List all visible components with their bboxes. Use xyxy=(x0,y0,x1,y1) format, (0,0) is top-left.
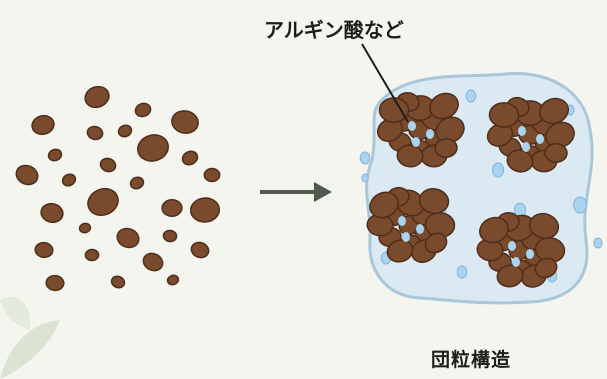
cluster-particle xyxy=(429,92,459,120)
cluster-particle xyxy=(528,212,560,240)
water-pocket xyxy=(398,216,406,226)
cluster-particle xyxy=(534,257,558,279)
soil-particle xyxy=(47,148,63,162)
soil-particle xyxy=(161,198,183,218)
soil-particle xyxy=(86,125,104,141)
water-droplet xyxy=(491,162,505,178)
cluster-particle xyxy=(386,239,414,263)
soil-particle xyxy=(142,252,164,272)
soil-particle xyxy=(190,241,210,259)
leaf-decoration xyxy=(0,320,60,379)
water-pocket xyxy=(536,134,544,144)
soil-particle xyxy=(84,85,110,109)
soil-particle xyxy=(137,134,169,162)
particle-cluster xyxy=(366,186,456,263)
soil-particle xyxy=(61,173,77,187)
cluster-particle xyxy=(506,149,534,173)
cluster-particle xyxy=(424,232,448,254)
water-droplet xyxy=(456,265,468,279)
soil-particle xyxy=(84,248,100,262)
particle-cluster xyxy=(486,96,575,173)
water-pocket xyxy=(518,126,526,136)
soil-particle xyxy=(117,124,133,138)
soil-particle xyxy=(40,202,64,224)
soil-particle xyxy=(45,274,65,292)
arrow-icon xyxy=(260,182,332,202)
soil-particle xyxy=(15,164,39,186)
soil-particle xyxy=(34,241,54,259)
loose-soil-particles xyxy=(15,85,221,292)
aggregate-structure-label: 団粒構造 xyxy=(431,349,512,371)
soil-particle xyxy=(31,114,55,136)
cluster-particle xyxy=(479,216,509,244)
water-pocket xyxy=(426,129,434,139)
soil-particle xyxy=(134,102,152,118)
soil-particle xyxy=(181,150,199,166)
water-pocket xyxy=(402,232,410,242)
water-pocket xyxy=(508,241,516,251)
soil-particle xyxy=(116,227,140,249)
cluster-particle xyxy=(396,144,424,168)
soil-particle xyxy=(166,274,180,286)
aggregate-structure xyxy=(359,71,603,305)
cluster-particle xyxy=(378,97,410,123)
soil-particle xyxy=(87,187,119,217)
cluster-particle xyxy=(376,118,404,142)
particle-cluster xyxy=(476,212,566,288)
cluster-particle xyxy=(544,143,568,163)
soil-particle xyxy=(162,229,178,243)
cluster-particle xyxy=(418,188,450,214)
soil-particle xyxy=(189,197,221,223)
soil-particle xyxy=(78,222,92,234)
cluster-particle xyxy=(434,138,458,158)
soil-particle xyxy=(129,176,145,190)
label-pointer xyxy=(361,43,409,123)
soil-particle xyxy=(203,167,221,183)
water-pocket xyxy=(416,224,424,234)
cluster-particle xyxy=(488,102,520,128)
cluster-particle xyxy=(496,264,524,288)
water-pocket xyxy=(412,137,420,147)
soil-particle xyxy=(99,157,117,173)
water-droplet xyxy=(465,89,477,103)
water-pocket xyxy=(408,121,416,131)
soil-particle xyxy=(171,110,199,134)
water-droplet xyxy=(359,151,371,165)
leaf-decoration xyxy=(0,296,31,330)
soil-particle xyxy=(110,275,126,289)
water-pocket xyxy=(512,257,520,267)
water-droplet xyxy=(361,173,369,183)
alginate-label: アルギン酸など xyxy=(264,18,404,42)
cluster-particle xyxy=(435,116,465,144)
water-droplet xyxy=(573,196,587,214)
water-pocket xyxy=(522,142,530,152)
cluster-particle xyxy=(538,97,570,125)
particle-cluster xyxy=(376,91,465,168)
water-pocket xyxy=(526,249,534,259)
cluster-particle xyxy=(369,191,399,219)
water-droplet xyxy=(593,237,603,249)
